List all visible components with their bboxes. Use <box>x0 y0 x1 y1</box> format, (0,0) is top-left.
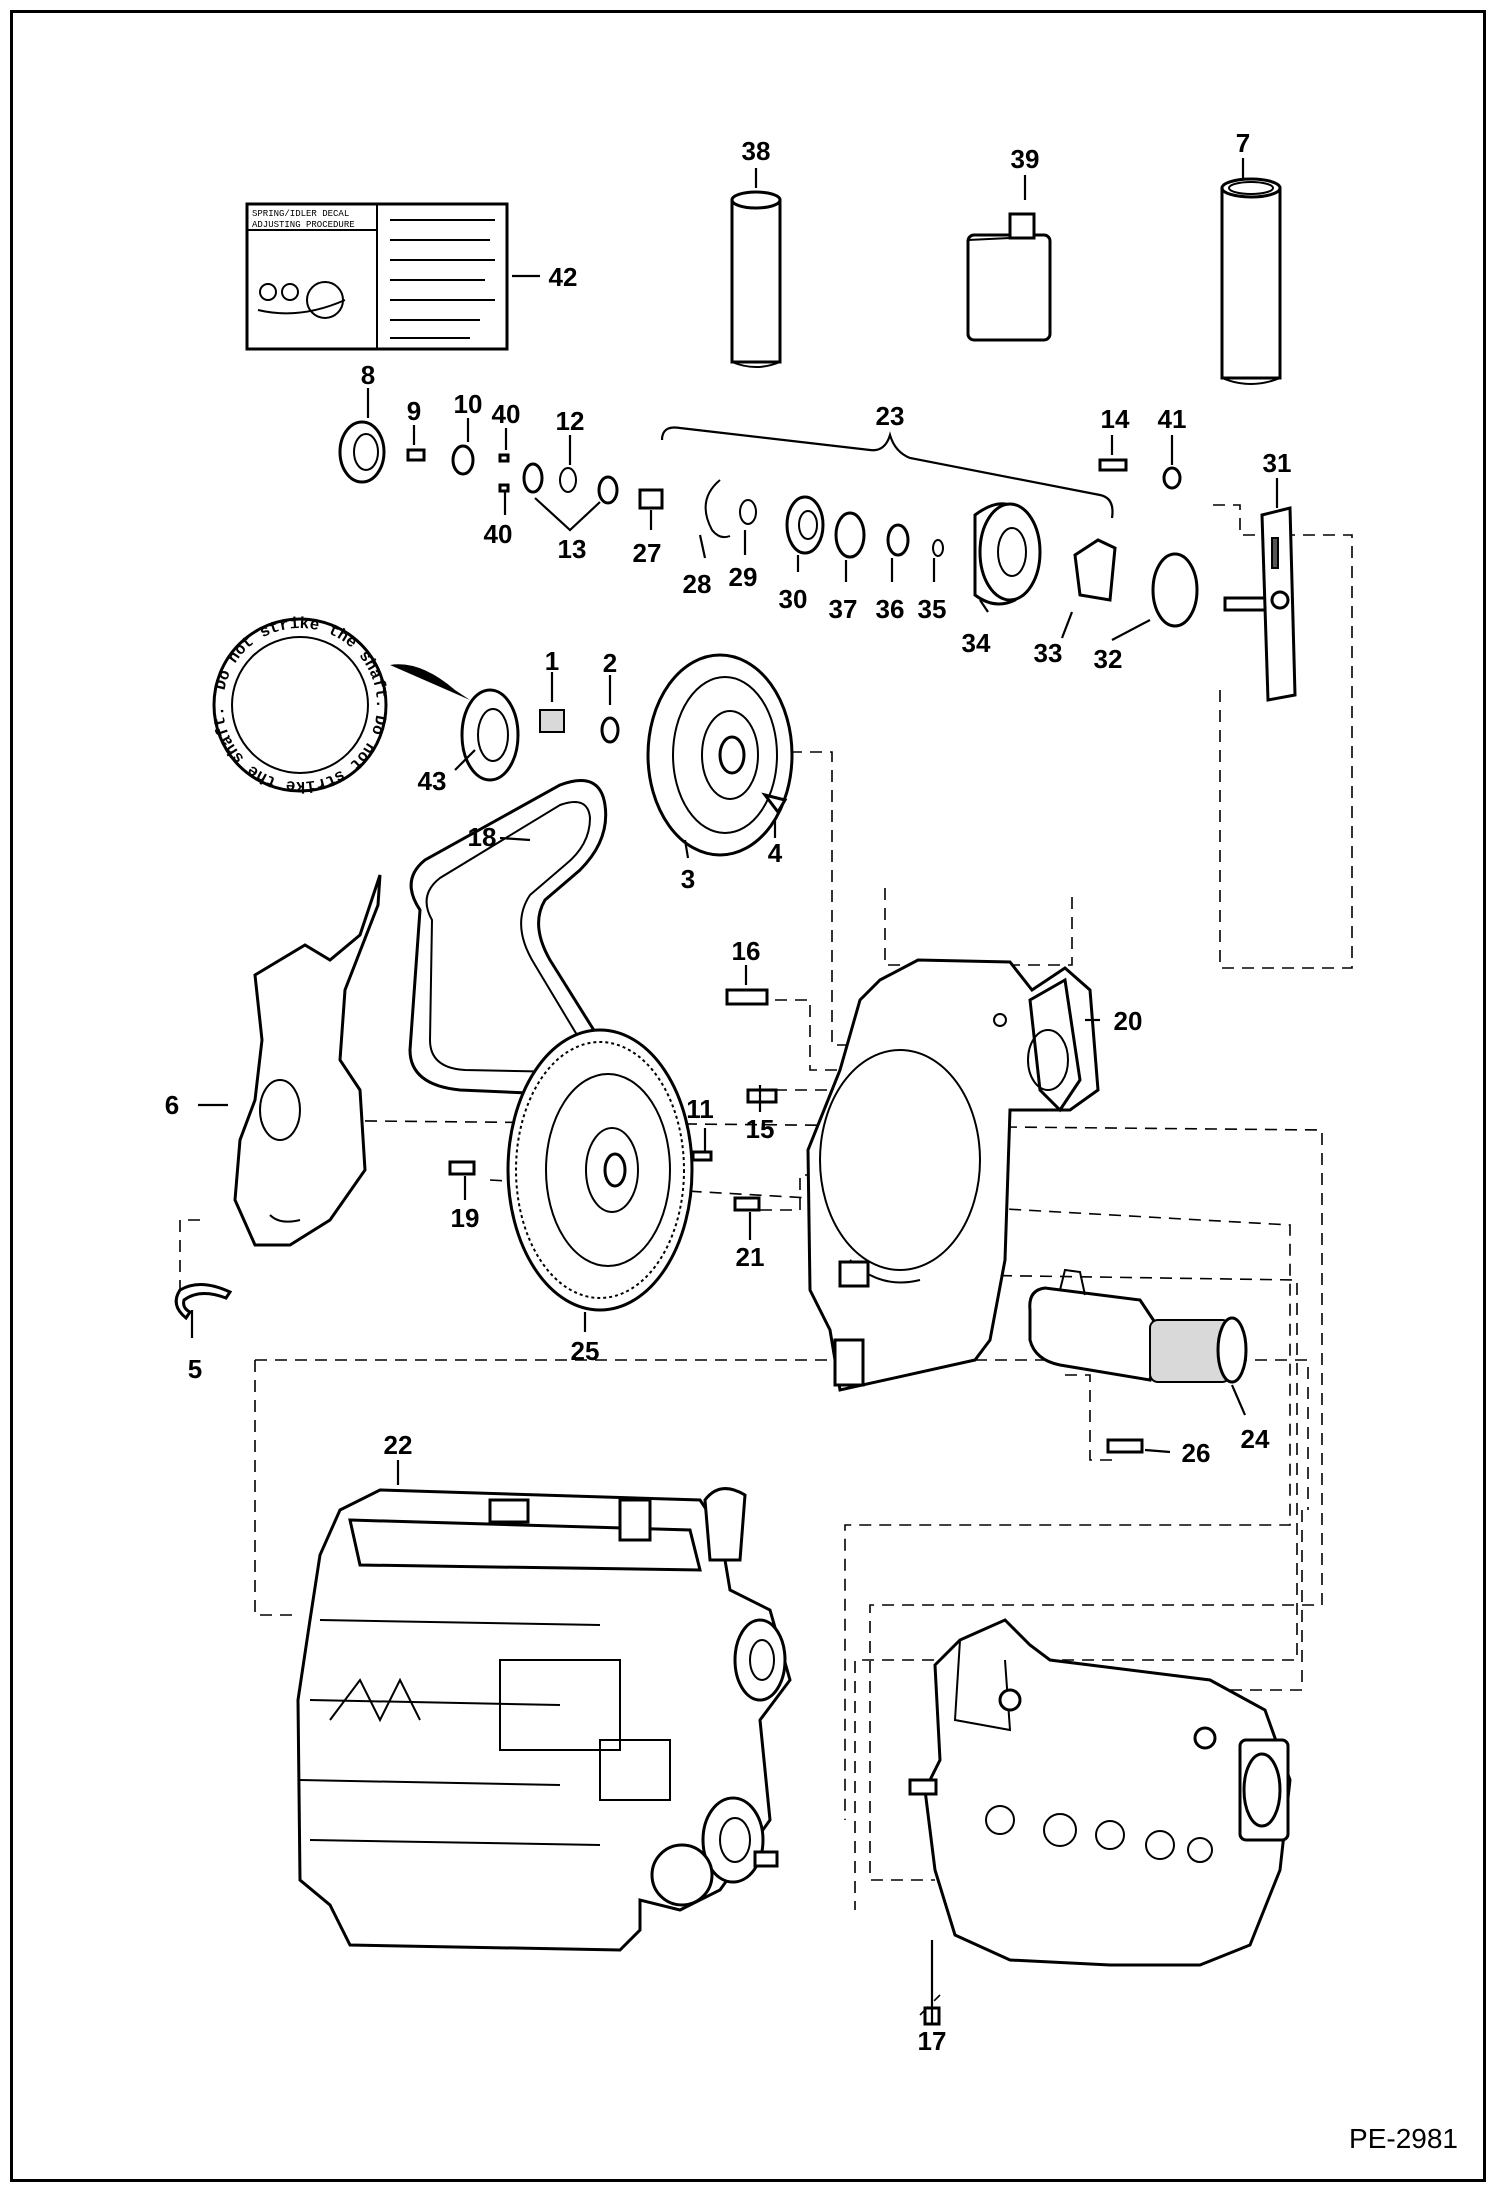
bolts <box>725 988 1144 1454</box>
callout-7: 7 <box>1236 128 1250 158</box>
callout-17: 17 <box>918 2026 947 2056</box>
callout-2: 2 <box>603 648 617 678</box>
front-cover-6 <box>233 874 382 1247</box>
callout-40-bottom: 40 <box>484 519 513 549</box>
callout-26: 26 <box>1182 1438 1211 1468</box>
reference-code: PE-2981 <box>1349 2123 1458 2154</box>
callout-15: 15 <box>746 1114 775 1144</box>
callout-23: 23 <box>876 401 905 431</box>
callout-19: 19 <box>451 1203 480 1233</box>
callout-43: 43 <box>418 766 447 796</box>
hydrostatic-pump <box>908 1618 1292 2026</box>
callout-21: 21 <box>736 1242 765 1272</box>
callout-28: 28 <box>683 569 712 599</box>
callout-37: 37 <box>829 594 858 624</box>
callout-13: 13 <box>558 534 587 564</box>
flywheel-25 <box>448 1028 713 1312</box>
clip-5 <box>174 1283 233 1321</box>
callout-25: 25 <box>571 1336 600 1366</box>
callout-29: 29 <box>729 562 758 592</box>
callout-41: 41 <box>1158 404 1187 434</box>
page-border <box>10 10 1486 2182</box>
starter-motor-24 <box>1028 1268 1248 1384</box>
decal-title-2: ADJUSTING PROCEDURE <box>252 220 355 230</box>
crank-pulley-group <box>460 653 794 857</box>
flywheel-housing-20 <box>806 958 1100 1392</box>
drive-belt-18 <box>408 779 608 1097</box>
callout-11: 11 <box>686 1094 714 1124</box>
idler-assembly-parts <box>338 420 1297 702</box>
callout-1: 1 <box>545 646 559 676</box>
tube-grease-38 <box>730 190 782 368</box>
callout-18: 18 <box>468 822 497 852</box>
callout-32: 32 <box>1094 644 1123 674</box>
callout-34: 34 <box>962 628 991 658</box>
callout-10: 10 <box>454 389 483 419</box>
callout-27: 27 <box>633 538 662 568</box>
callout-42: 42 <box>549 262 578 292</box>
spring-idler-decal: SPRING/IDLER DECAL ADJUSTING PROCEDURE <box>245 202 509 351</box>
callout-4: 4 <box>768 838 783 868</box>
callout-3: 3 <box>681 864 695 894</box>
oil-bottle-39 <box>966 212 1052 342</box>
callout-9: 9 <box>407 396 421 426</box>
callout-31: 31 <box>1263 448 1292 478</box>
bracket-23 <box>660 426 1114 519</box>
engine-22 <box>296 1487 792 1952</box>
callout-12: 12 <box>556 406 585 436</box>
callout-38: 38 <box>742 136 771 166</box>
callout-36: 36 <box>876 594 905 624</box>
callout-16: 16 <box>732 936 761 966</box>
callout-20: 20 <box>1114 1006 1143 1036</box>
callout-5: 5 <box>188 1354 202 1384</box>
decal-title-1: SPRING/IDLER DECAL <box>252 209 349 219</box>
callout-33: 33 <box>1034 638 1063 668</box>
callout-24: 24 <box>1241 1424 1270 1454</box>
callout-35: 35 <box>918 594 947 624</box>
tube-filter-7 <box>1220 177 1282 385</box>
callout-8: 8 <box>361 360 375 390</box>
callout-labels: 1 2 3 4 5 6 7 8 9 10 11 12 13 14 15 16 1… <box>165 128 1292 2056</box>
callout-40-top: 40 <box>492 399 521 429</box>
callout-14: 14 <box>1101 404 1130 434</box>
callout-39: 39 <box>1011 144 1040 174</box>
callout-30: 30 <box>779 584 808 614</box>
callout-22: 22 <box>384 1430 413 1460</box>
callout-6: 6 <box>165 1090 179 1120</box>
leader-lines <box>190 158 1279 2025</box>
